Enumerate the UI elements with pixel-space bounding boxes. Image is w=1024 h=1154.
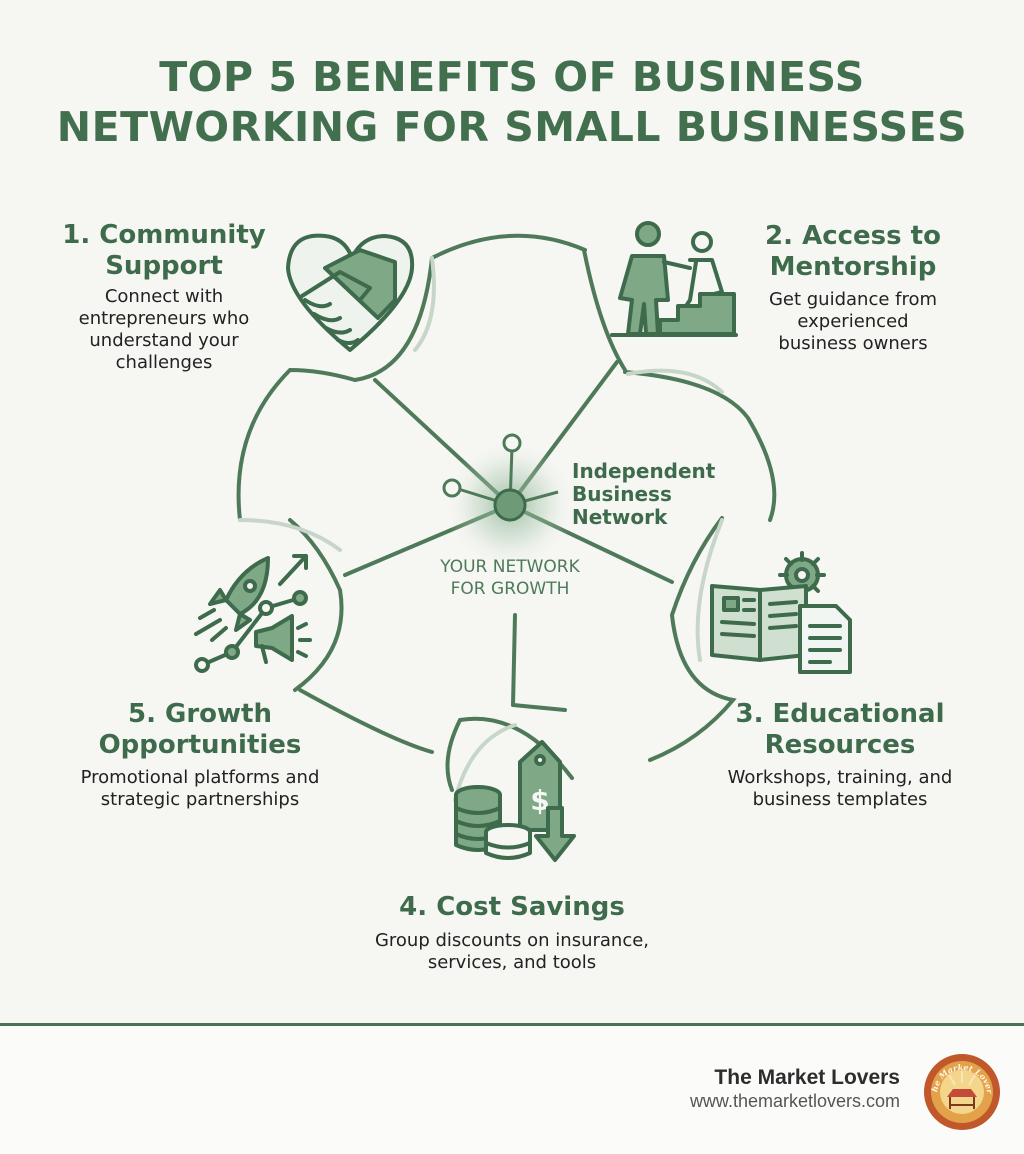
- benefit-2-description: Get guidance from experienced business o…: [738, 289, 968, 355]
- hub-label-line1: Independent: [572, 459, 716, 483]
- benefit-2-desc-line2: experienced: [797, 311, 909, 332]
- outer-ring-faded: [238, 256, 724, 802]
- benefit-1-heading-line1: 1. Community: [62, 220, 266, 250]
- benefit-3-heading: 3. Educational Resources: [720, 699, 960, 761]
- hub-subtitle-line1: YOUR NETWORK: [440, 557, 580, 577]
- hub-label: Independent Business Network: [572, 460, 715, 529]
- benefit-5-heading-line1: 5. Growth: [127, 699, 272, 729]
- benefit-2-desc-line1: Get guidance from: [768, 289, 938, 310]
- benefit-3-desc-line1: Workshops, training, and: [727, 767, 953, 788]
- rocket-growth-icon: [194, 554, 312, 673]
- benefit-5-heading: 5. Growth Opportunities: [80, 699, 320, 761]
- hub-node: [442, 433, 575, 570]
- market-stall-logo-icon: The Market Lovers: [923, 1053, 1000, 1130]
- hub-subtitle: YOUR NETWORK FOR GROWTH: [410, 556, 610, 600]
- footer: [0, 1026, 1024, 1154]
- benefit-5-desc-line2: strategic partnerships: [100, 789, 300, 810]
- benefit-3-description: Workshops, training, and business templa…: [690, 767, 990, 811]
- brand-url[interactable]: www.themarketlovers.com: [689, 1091, 900, 1111]
- network-diagram: $: [194, 221, 852, 862]
- mentor-stairs-icon: [610, 221, 738, 337]
- handshake-heart-icon: [286, 233, 415, 352]
- benefit-4-desc-line2: services, and tools: [427, 952, 597, 973]
- benefit-4-description: Group discounts on insurance, services, …: [340, 930, 684, 974]
- book-gear-icon: [710, 551, 852, 674]
- outer-ring: [236, 233, 777, 792]
- benefit-4-heading: 4. Cost Savings: [362, 892, 662, 923]
- benefit-2-heading: 2. Access to Mentorship: [738, 221, 968, 283]
- title-line-1: TOP 5 BENEFITS OF BUSINESS: [159, 53, 865, 101]
- footer-divider: [0, 1023, 1024, 1026]
- benefit-3-desc-line2: business templates: [752, 789, 928, 810]
- benefit-1-desc-line4: challenges: [115, 352, 213, 373]
- benefit-4-heading-line1: 4. Cost Savings: [399, 892, 625, 922]
- brand-name: The Market Lovers: [714, 1066, 900, 1089]
- hub-label-line2: Business: [572, 482, 672, 506]
- benefit-3-heading-line2: Resources: [764, 730, 916, 760]
- benefit-5-heading-line2: Opportunities: [98, 730, 302, 760]
- benefit-1-heading: 1. Community Support: [44, 220, 284, 282]
- svg-text:$: $: [530, 784, 549, 817]
- benefit-1-desc-line2: entrepreneurs who: [78, 308, 250, 329]
- benefit-5-description: Promotional platforms and strategic part…: [50, 767, 350, 811]
- benefit-3-heading-line1: 3. Educational: [735, 699, 945, 729]
- benefit-2-desc-line3: business owners: [778, 333, 928, 354]
- title-line-2: NETWORKING FOR SMALL BUSINESSES: [56, 103, 968, 151]
- benefit-2-heading-line2: Mentorship: [769, 252, 937, 282]
- benefit-1-desc-line1: Connect with: [104, 286, 224, 307]
- benefit-4-desc-line1: Group discounts on insurance,: [374, 930, 650, 951]
- page-title: TOP 5 BENEFITS OF BUSINESS NETWORKING FO…: [0, 52, 1024, 152]
- benefit-1-description: Connect with entrepreneurs who understan…: [44, 286, 284, 374]
- hub-label-line3: Network: [572, 505, 668, 529]
- benefit-1-heading-line2: Support: [105, 251, 223, 281]
- benefit-1-desc-line3: understand your: [89, 330, 239, 351]
- benefit-2-heading-line1: 2. Access to: [765, 221, 941, 251]
- coins-price-tag-icon: $: [454, 740, 576, 862]
- benefit-5-desc-line1: Promotional platforms and: [80, 767, 320, 788]
- hub-subtitle-line2: FOR GROWTH: [450, 579, 570, 599]
